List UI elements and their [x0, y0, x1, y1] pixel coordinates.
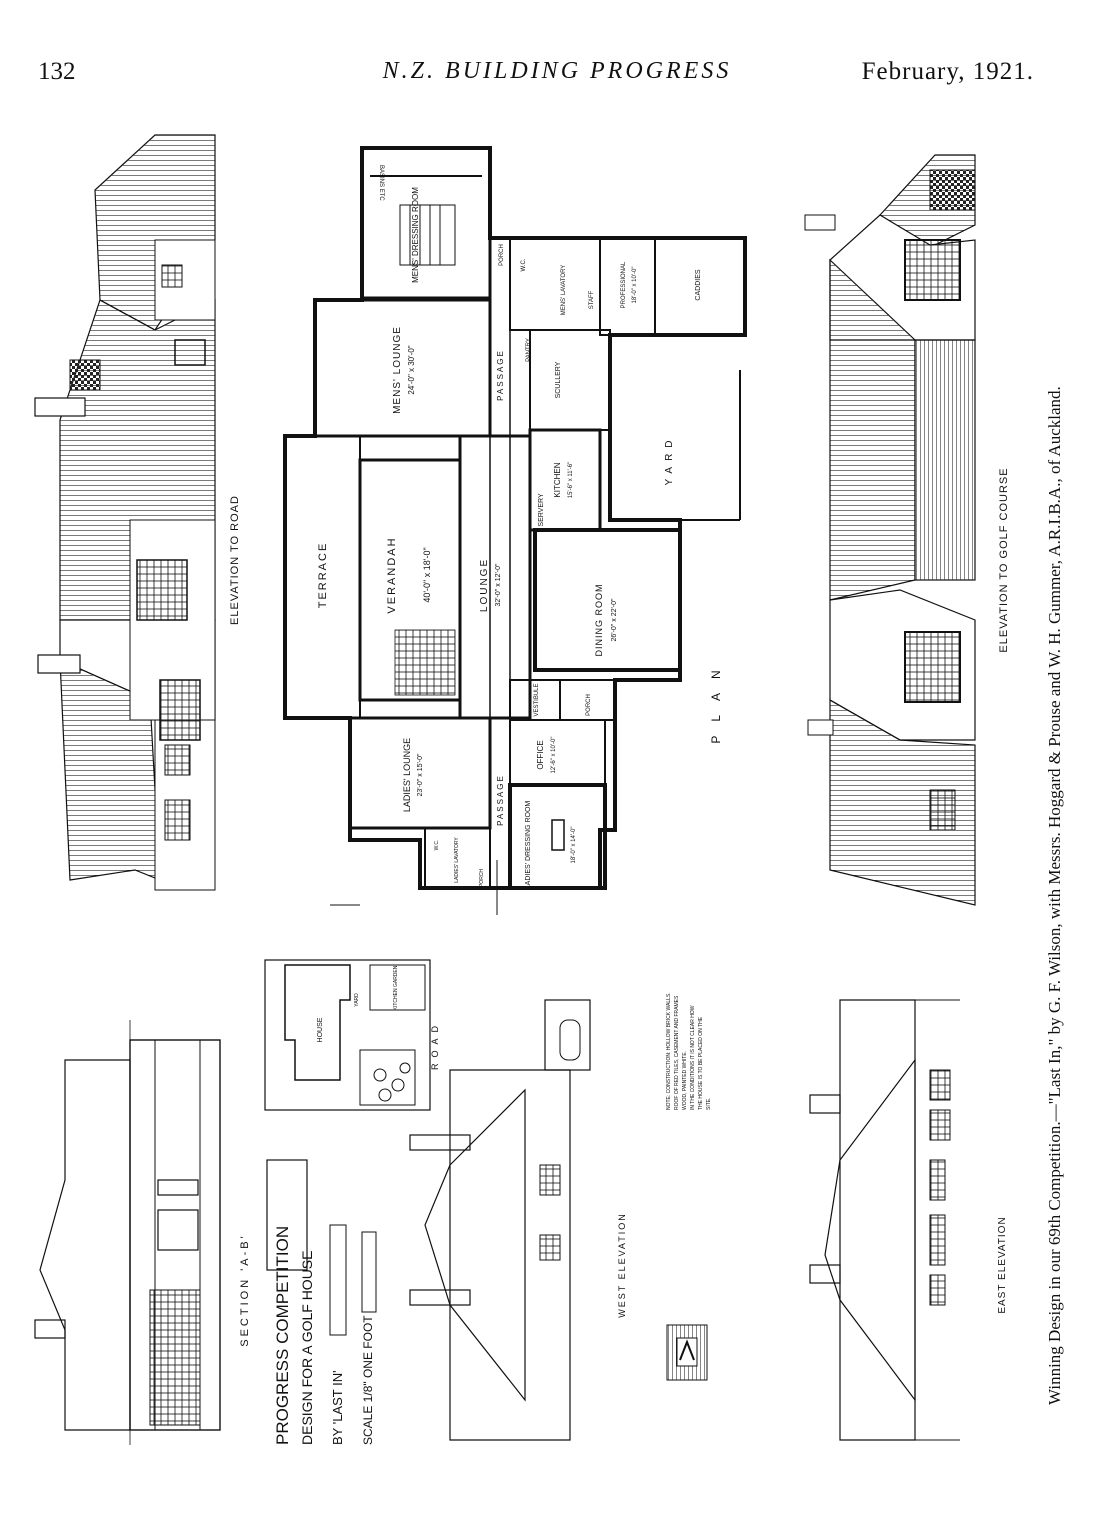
mens-lounge-dim: 24'-0" x 30'-0": [407, 345, 416, 394]
note-line-2: ROOF OF RED TILES, CASEMENT AND FRAMES: [674, 995, 680, 1110]
note-line-6: SITE.: [706, 1097, 712, 1110]
verandah-label: VERANDAH: [386, 536, 398, 613]
wc-label-ladies: W.C.: [434, 840, 440, 851]
verandah-dim: 40'-0" x 18'-0": [422, 547, 432, 602]
pantry-label: PANTRY: [526, 338, 532, 362]
lounge-label: LOUNGE: [479, 558, 490, 612]
site-road-label: ROAD: [430, 1020, 440, 1070]
section-a-b-label: SECTION 'A-B': [239, 1233, 251, 1347]
title-block-line-1: PROGRESS COMPETITION: [273, 1226, 292, 1445]
caddies-label: CADDIES: [695, 269, 702, 300]
staff-label: STAFF: [589, 290, 595, 309]
east-elevation-drawing: EAST ELEVATION: [809, 999, 1008, 1441]
monogram-stamp: [666, 1324, 708, 1381]
ladies-lounge-label: LADIES' LOUNGE: [402, 738, 412, 812]
plan-labels: BASINS ETC MENS' DRESSING ROOM MENS' LOU…: [317, 165, 723, 889]
floor-plan-drawing: [283, 146, 747, 915]
figure-caption: Winning Design in our 69th Competition.—…: [1045, 386, 1064, 1405]
passage-label-lower: PASSAGE: [496, 774, 505, 826]
site-house-label: HOUSE: [317, 1017, 324, 1042]
porch-label-mens: PORCH: [499, 244, 505, 266]
professional-label: PROFESSIONAL: [621, 261, 627, 308]
wc-label-mens: W.C.: [521, 258, 527, 271]
title-block: PROGRESS COMPETITION DESIGN FOR A GOLF H…: [266, 1159, 377, 1445]
site-plan-drawing: HOUSE KITCHEN GARDEN YARD ROAD: [264, 959, 440, 1111]
porch-label-main: PORCH: [586, 694, 592, 716]
yard-label: YARD: [664, 434, 675, 485]
elevation-to-road-drawing: ELEVATION TO ROAD: [34, 134, 241, 891]
west-elevation-label: WEST ELEVATION: [617, 1212, 627, 1318]
dining-room-label: DINING ROOM: [594, 584, 604, 657]
construction-note: NOTE: CONSTRUCTION: HOLLOW BRICK WALLS. …: [666, 992, 712, 1110]
mens-lounge-label: MENS' LOUNGE: [392, 326, 403, 414]
site-kitchen-garden-label: KITCHEN GARDEN: [393, 965, 399, 1010]
issue-date: February, 1921.: [861, 58, 1034, 85]
title-block-line-2: DESIGN FOR A GOLF HOUSE: [299, 1251, 315, 1445]
vestibule-label: VESTIBULE: [534, 683, 540, 716]
east-elevation-label: EAST ELEVATION: [997, 1216, 1008, 1313]
kitchen-label: KITCHEN: [553, 462, 562, 497]
office-label: OFFICE: [536, 740, 545, 769]
section-a-b-drawing: SECTION 'A-B': [34, 1020, 251, 1445]
kitchen-dim: 15'-6" x 11'-6": [568, 462, 574, 498]
journal-title: N.Z. BUILDING PROGRESS: [382, 58, 732, 84]
ladies-lavatory-label: LADIES' LAVATORY: [454, 837, 460, 883]
lounge-dim: 32'-0" x 12'-0": [495, 563, 502, 607]
title-block-scale: SCALE 1/8" ONE FOOT: [361, 1315, 375, 1445]
mens-lavatory-label: MENS' LAVATORY: [561, 265, 567, 316]
note-line-1: NOTE: CONSTRUCTION: HOLLOW BRICK WALLS.: [666, 992, 672, 1110]
elevation-to-golf-course-drawing: ELEVATION TO GOLF COURSE: [804, 154, 1010, 906]
mens-dressing-room-label: MENS' DRESSING ROOM: [411, 187, 420, 283]
page-number: 132: [38, 58, 76, 85]
elevation-to-golf-course-label: ELEVATION TO GOLF COURSE: [998, 467, 1010, 652]
note-line-5: THE HOUSE IS TO BE PLACED ON THE: [698, 1016, 704, 1110]
office-dim: 12'-6" x 10'-0": [551, 737, 557, 774]
note-line-3: WOOD, PAINTED WHITE.: [682, 1051, 688, 1110]
scullery-label: SCULLERY: [555, 361, 562, 398]
ladies-dressing-room-dim: 18'-0" x 14'-0": [571, 827, 577, 864]
west-elevation-drawing: WEST ELEVATION: [409, 999, 627, 1441]
dining-room-dim: 26'-0" x 22'-0": [611, 598, 618, 642]
ladies-dressing-room-label: LADIES' DRESSING ROOM: [525, 801, 532, 890]
title-block-line-3: BY 'LAST IN': [330, 1370, 345, 1445]
plan-title: PLAN: [709, 656, 723, 743]
site-yard-label: YARD: [354, 993, 360, 1007]
basins-label: BASINS ETC: [378, 165, 384, 201]
porch-label-ladies: PORCH: [479, 869, 485, 887]
passage-label-upper: PASSAGE: [496, 349, 505, 401]
elevation-to-road-label: ELEVATION TO ROAD: [229, 495, 241, 625]
servery-label: SERVERY: [538, 493, 545, 527]
note-line-4: IN THE CONDITIONS IT IS NOT CLEAR HOW: [690, 1005, 696, 1110]
terrace-label: TERRACE: [317, 542, 329, 609]
page-header: 132 N.Z. BUILDING PROGRESS February, 192…: [0, 58, 1114, 98]
ladies-lounge-dim: 23'-0" x 15'-0": [417, 753, 424, 797]
professional-dim: 18'-0" x 10'-0": [632, 267, 638, 304]
